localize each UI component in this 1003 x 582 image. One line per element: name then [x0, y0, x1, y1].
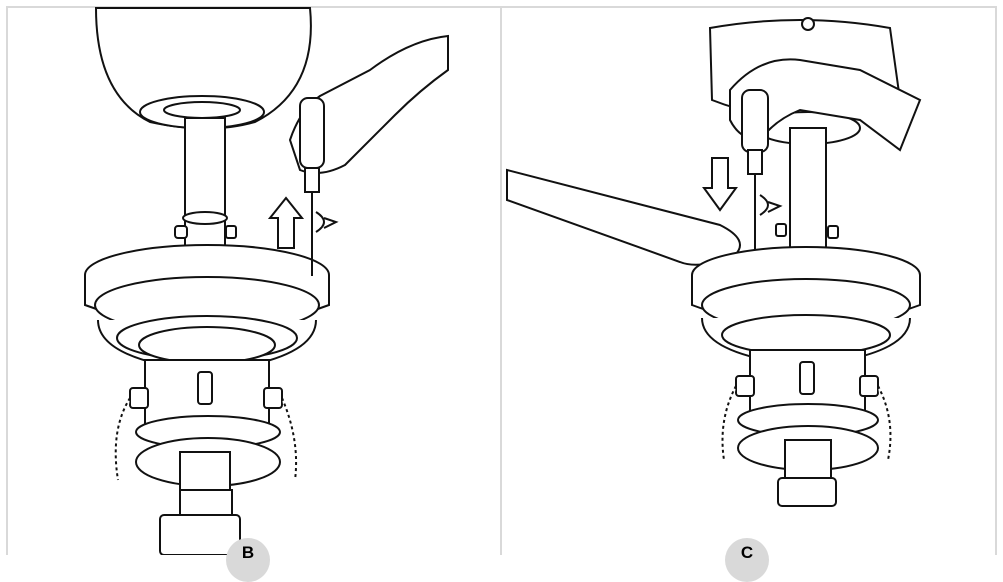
step-c-illustration — [506, 17, 922, 507]
down-arrow-icon — [702, 157, 738, 212]
pull-chain-right — [263, 387, 283, 409]
light-cap — [777, 477, 837, 507]
pull-chain-left — [129, 387, 149, 409]
rotate-arrow-icon — [759, 194, 783, 216]
step-badge-b: B — [226, 538, 270, 582]
screwdriver-icon — [299, 97, 325, 169]
downrod — [789, 127, 827, 249]
light-cap — [159, 514, 241, 555]
canopy-screw — [801, 17, 815, 31]
downrod — [184, 117, 226, 269]
rotate-arrow-icon — [315, 211, 339, 233]
switch-icon — [799, 361, 815, 395]
step-b-illustration — [84, 7, 449, 555]
step-badge-c: C — [725, 538, 769, 582]
fan-blade — [506, 168, 741, 266]
pull-chain-right — [859, 375, 879, 397]
fan-assembly-illustration — [84, 7, 922, 555]
step-label-b: B — [241, 543, 255, 562]
pull-chain-left — [735, 375, 755, 397]
instruction-figure: B C — [6, 6, 997, 582]
screwdriver-icon — [741, 89, 769, 153]
step-label-c: C — [740, 543, 754, 562]
up-arrow-icon — [267, 196, 305, 249]
switch-icon — [197, 371, 213, 405]
